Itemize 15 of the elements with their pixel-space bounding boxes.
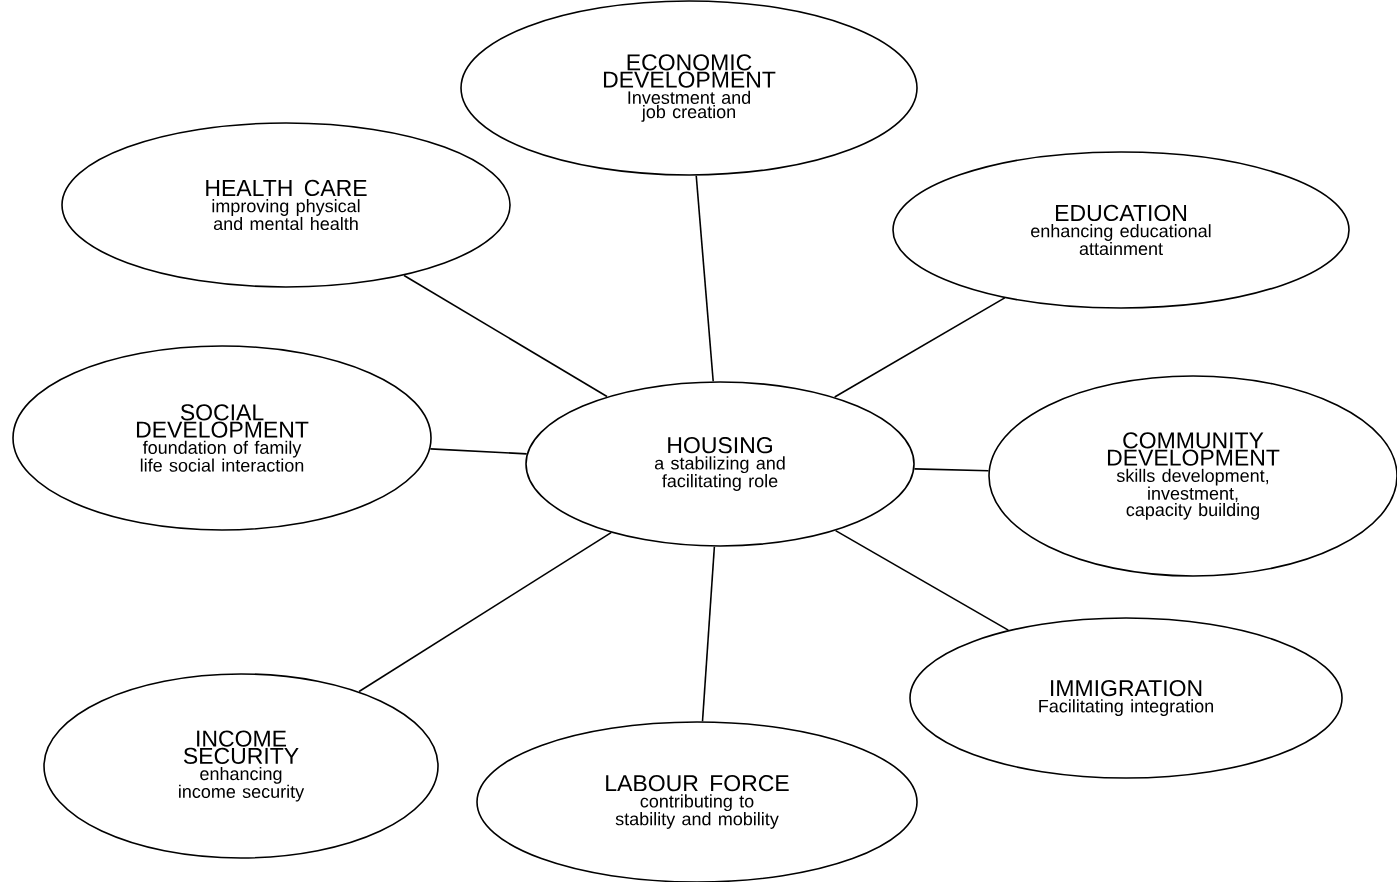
connector-line [429,448,528,455]
connector-line [701,545,716,722]
connector-line [358,531,612,693]
connector-line [834,529,1010,631]
ellipse-node: INCOME SECURITY enhancing income security [43,673,439,859]
ellipse-node: ECONOMIC DEVELOPMENT Investment and job creation [460,0,918,176]
connector-line [403,274,608,398]
connector-line [913,468,990,472]
ellipse-node: HEALTH CARE improving physical and mental health [61,122,511,288]
ellipse-node: EDUCATION enhancing educational attainment [892,151,1350,309]
connector-line [695,174,714,383]
ellipse-node: IMMIGRATION Facilitating integration [909,617,1343,779]
connector-line [833,297,1006,398]
ellipse-node: HOUSING a stabilizing and facilitating role [525,381,915,547]
ellipse-node: SOCIAL DEVELOPMENT foundation of family life social interaction [12,345,432,531]
